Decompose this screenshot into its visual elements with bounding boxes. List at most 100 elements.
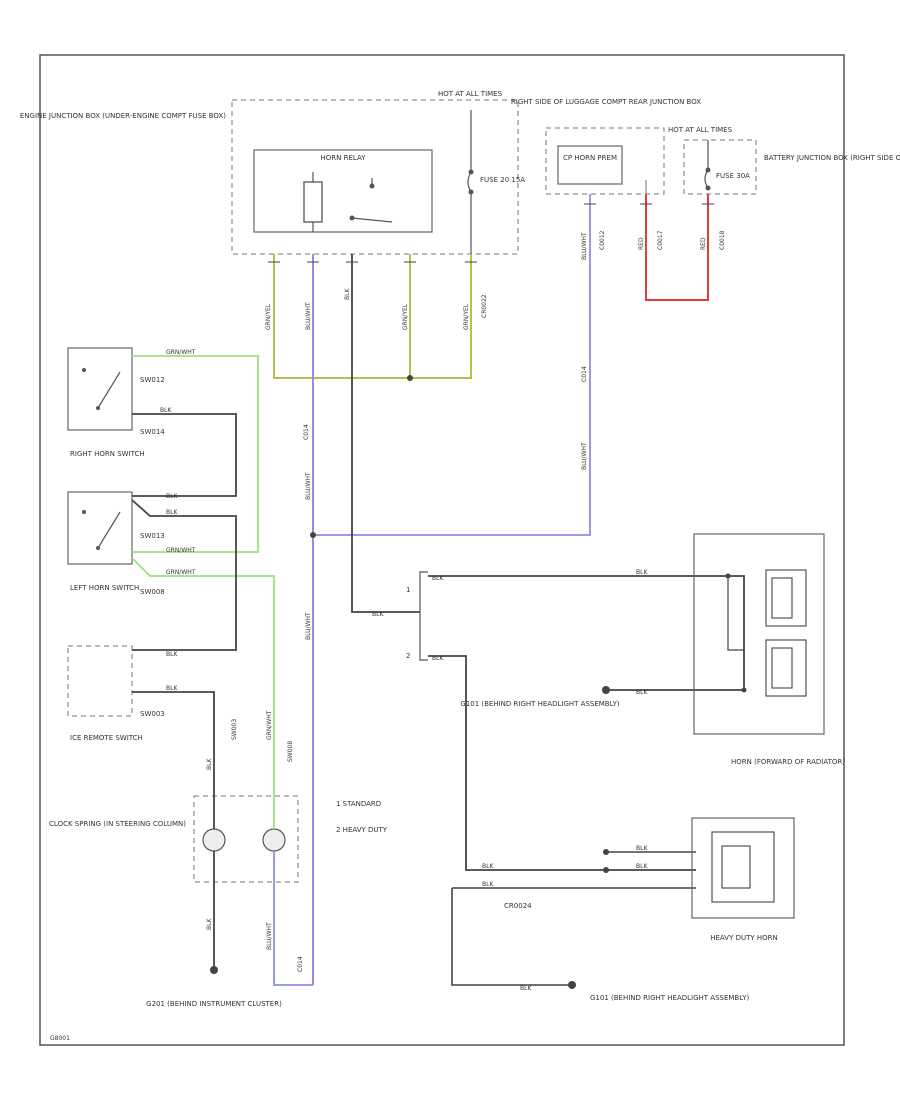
left-horn-switch-label: LEFT HORN SWITCH xyxy=(70,584,139,592)
fuse-battery-label: FUSE 30A xyxy=(716,172,750,180)
wire-label-31: RED xyxy=(638,237,645,250)
conn-c0017: C0017 xyxy=(657,230,664,250)
option-1-label: 1 xyxy=(406,586,410,594)
heavy-duty-horn-icon xyxy=(711,831,775,903)
wire-label-33: BLU/WHT xyxy=(266,922,273,950)
wire-grn-yel-bus xyxy=(273,254,472,379)
wire-label-24: BLU/WHT xyxy=(305,472,312,500)
wire-label-3: BLK xyxy=(344,288,351,300)
sw014-label: SW014 xyxy=(140,428,165,436)
footer-code: G8001 xyxy=(50,1035,70,1042)
engine-junction-box xyxy=(231,99,519,255)
wire-label-17: BLK xyxy=(432,575,444,582)
wire-label-27: BLU/WHT xyxy=(581,442,588,470)
wire-label-4: GRN/YEL xyxy=(402,303,409,330)
wire-blk-heavy xyxy=(428,655,696,871)
conn-c014-2: C014 xyxy=(581,366,588,382)
battery-junction-box xyxy=(683,139,757,195)
wire-label-21: BLK xyxy=(482,863,494,870)
wire-label-29: BLK xyxy=(636,845,648,852)
wire-label-28: GRN/WHT xyxy=(266,710,273,740)
wire-label-19: BLK xyxy=(636,569,648,576)
relay-coil-icon xyxy=(303,181,323,223)
sw013-label: SW013 xyxy=(140,532,165,540)
conn-sw003: SW003 xyxy=(231,719,238,740)
switch-icon-1 xyxy=(82,368,121,410)
legend-heavy-duty: 2 HEAVY DUTY xyxy=(336,826,388,834)
ice-remote-switch-label: ICE REMOTE SWITCH xyxy=(70,734,143,742)
battery-jb-label: BATTERY JUNCTION BOX (RIGHT SIDE OF LUGG… xyxy=(764,154,900,162)
splice-1 xyxy=(407,375,413,381)
fuse-battery-icon xyxy=(704,140,711,191)
wire-label-18: BLK xyxy=(432,655,444,662)
cp-horn-prem-box xyxy=(557,145,623,185)
ice-remote-switch-box xyxy=(67,645,133,717)
conn-c014-3: C014 xyxy=(297,956,304,972)
wire-label-6: GRN/WHT xyxy=(166,349,196,356)
wire-blk-horn xyxy=(428,575,745,691)
clock-spring-coil-1-icon xyxy=(202,828,226,852)
horn-relay-box xyxy=(253,149,433,233)
wire-label-26: BLU/WHT xyxy=(581,232,588,260)
wire-grn-wht-2 xyxy=(131,557,275,790)
conn-c014-1: C014 xyxy=(303,424,310,440)
heavy-duty-horn-box xyxy=(691,817,795,919)
wire-blu-wht-clock xyxy=(273,851,313,986)
ground-headlight-2-icon xyxy=(568,981,576,989)
splice-2 xyxy=(310,532,316,538)
wire-label-8: BLK xyxy=(166,493,178,500)
ground-instrument-label: G201 (BEHIND INSTRUMENT CLUSTER) xyxy=(146,1000,282,1008)
wire-label-22: BLK xyxy=(482,881,494,888)
wire-blk-relay xyxy=(351,254,420,613)
hot-at-all-times-label: HOT AT ALL TIMES xyxy=(438,90,503,98)
ground-headlight-1-label: G101 (BEHIND RIGHT HEADLIGHT ASSEMBLY) xyxy=(460,700,619,708)
wire-label-5: GRN/YEL xyxy=(463,303,470,330)
clock-spring-label: CLOCK SPRING (IN STEERING COLUMN) xyxy=(49,820,186,828)
conn-cr0022: CR0022 xyxy=(481,294,488,318)
wire-label-7: BLK xyxy=(160,407,172,414)
wire-label-9: BLK xyxy=(166,509,178,516)
wire-label-23: BLK xyxy=(520,985,532,992)
right-horn-switch-box xyxy=(67,347,133,431)
fuse-20-icon xyxy=(467,110,474,254)
wire-blu-wht-rear xyxy=(313,194,591,536)
left-horn-switch-box xyxy=(67,491,133,565)
wire-label-16: BLK xyxy=(372,611,384,618)
wire-blk-heavy-ground xyxy=(451,888,572,986)
wire-label-14: BLK xyxy=(206,758,213,770)
wire-label-10: GRN/WHT xyxy=(166,547,196,554)
clock-spring-coil-2-icon xyxy=(262,828,286,852)
cr0024-label: CR0024 xyxy=(504,902,532,910)
sw003-label: SW003 xyxy=(140,710,165,718)
switch-icon-2 xyxy=(82,510,121,550)
wire-label-20: BLK xyxy=(636,689,648,696)
wire-label-11: GRN/WHT xyxy=(166,569,196,576)
right-horn-switch-label: RIGHT HORN SWITCH xyxy=(70,450,145,458)
conn-c0012-1: C0012 xyxy=(599,230,606,250)
ground-headlight-2-label: G101 (BEHIND RIGHT HEADLIGHT ASSEMBLY) xyxy=(590,994,749,1002)
rear-junction-box xyxy=(545,127,665,195)
wire-label-15: BLK xyxy=(206,918,213,930)
horn-relay-label: HORN RELAY xyxy=(321,154,367,162)
wire-grn-wht-1 xyxy=(132,355,259,553)
hot-at-all-times-2-label: HOT AT ALL TIMES xyxy=(668,126,733,134)
sw008-label: SW008 xyxy=(140,588,165,596)
wire-blk-3 xyxy=(132,691,215,790)
option-2-label: 2 xyxy=(406,652,410,660)
clock-spring-box xyxy=(193,795,299,883)
option-bracket xyxy=(419,571,428,661)
wire-label-2: BLU/WHT xyxy=(305,302,312,330)
engine-jb-label: ENGINE JUNCTION BOX (UNDER-ENGINE COMPT … xyxy=(20,112,226,120)
horn-speaker-1-icon xyxy=(765,569,807,627)
rear-jb-label: RIGHT SIDE OF LUGGAGE COMPT REAR JUNCTIO… xyxy=(511,98,701,106)
ground-headlight-1-icon xyxy=(602,686,610,694)
cp-horn-prem-label: CP HORN PREM xyxy=(563,154,617,162)
diagram-frame xyxy=(39,54,845,1046)
wire-label-12: BLK xyxy=(166,651,178,658)
ground-instrument-icon xyxy=(210,966,218,974)
wire-red xyxy=(645,194,709,301)
horn-label: HORN (FORWARD OF RADIATOR) xyxy=(731,758,845,766)
conn-c0018: C0018 xyxy=(719,230,726,250)
wire-blk-1 xyxy=(132,413,237,497)
wire-label-32: RED xyxy=(700,237,707,250)
